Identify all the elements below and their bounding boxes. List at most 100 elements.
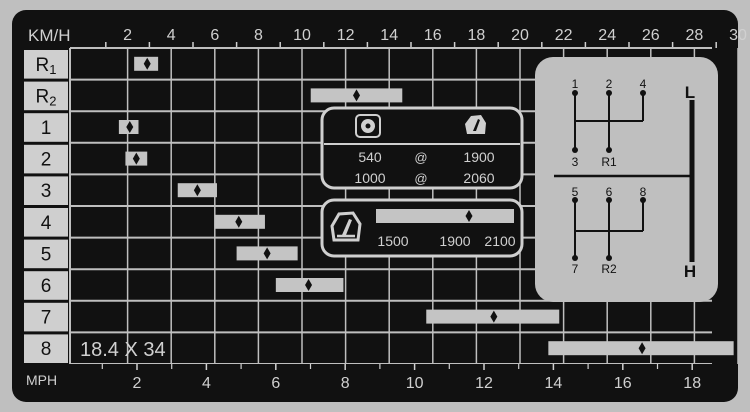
rated-speed-marker [353,89,360,102]
engine-icon-outline [330,211,362,242]
gear-label-cell [24,334,68,363]
lower-gate-knob [606,255,612,261]
gear-label: 5 [41,244,52,265]
gear-label-cell [24,50,68,79]
lower-gate-knob [640,197,646,203]
kmh-tick-label: 8 [254,27,263,44]
rated-speed-marker [193,184,201,197]
gear-label-cell [24,144,68,174]
kmh-tick-label: 22 [555,27,573,44]
gear-label-cell [24,302,68,332]
gear-label-subscript: 1 [49,62,56,77]
lower-gate-knob [572,255,578,261]
gear-label-text: 8 [41,339,52,360]
engine-rpm-marker [465,210,473,222]
shift-position-label: 1 [572,77,579,91]
gear-label: 1 [41,118,52,139]
gear-label: R2 [36,86,57,108]
shift-position-label: 8 [640,185,647,199]
kmh-tick-label: 16 [424,27,442,44]
engine-icon-body [465,115,486,134]
engine-icon [330,211,362,242]
tire-size-label: 18.4 X 34 [80,339,166,361]
kmh-tick-label: 26 [642,27,660,44]
kmh-tick-label: 12 [337,27,355,44]
gear-label: 3 [41,181,52,202]
gear-label-subscript: 2 [49,93,56,108]
mph-tick-label: 4 [202,375,211,392]
engine-rpm: 2060 [463,170,494,186]
kmh-tick-label: 14 [380,27,398,44]
engine-rpm-scale-label: 1500 [377,233,408,249]
engine-icon [465,115,486,134]
at-sign: @ [414,150,427,165]
gear-label: 2 [41,150,52,171]
gear-label-cell [24,271,68,300]
shift-position-label: 2 [606,77,613,91]
shift-position-label: 5 [572,185,579,199]
pto-icon-frame [355,114,381,138]
gear-label-cell [24,113,68,142]
gear-label: 8 [41,339,52,360]
engine-rpm-box: 1500 1900 2100 [320,198,524,258]
rated-speed-marker [235,215,243,228]
mph-axis-label: MPH [26,372,57,388]
kmh-tick-label: 28 [686,27,704,44]
gear-label-cell [24,208,68,237]
high-range-label: H [684,262,696,281]
kmh-tick-label: 4 [167,27,176,44]
kmh-tick-label: 24 [598,27,616,44]
at-sign: @ [414,171,427,186]
gear-label-cell [24,239,68,269]
engine-rpm-bar [376,209,514,223]
engine-rpm-scale-label: 1900 [439,233,470,249]
kmh-tick-label: 10 [293,27,311,44]
pto-speed: 540 [358,149,382,165]
gear-label: 6 [41,276,52,297]
mph-tick-label: 16 [614,375,632,392]
upper-gate-knob [640,90,646,96]
kmh-tick-label: 2 [123,27,132,44]
engine-icon-needle [342,219,352,235]
lower-gate-knob [572,197,578,203]
rated-speed-marker [126,121,134,133]
upper-gate-knob [606,90,612,96]
gear-label-text: R [36,55,50,76]
kmh-axis-label: KM/H [28,26,71,45]
upper-gate-knob [572,90,578,96]
mph-tick-label: 8 [341,375,350,392]
shift-position-label: 6 [606,185,613,199]
upper-gate-knob [572,147,578,153]
gear-label-text: 1 [41,118,52,139]
gear-label-cell [24,176,68,205]
lower-gate-knob [606,197,612,203]
pto-shaft-icon [355,114,381,138]
engine-rpm: 1900 [463,149,494,165]
gear-label-cell [24,81,68,111]
upper-gate-knob [606,147,612,153]
shift-position-label: R1 [601,155,617,169]
mph-tick-label: 18 [683,375,701,392]
mph-tick-label: 10 [406,375,424,392]
rated-speed-marker [143,57,151,70]
engine-rpm-scale-label: 2100 [484,233,515,249]
shift-position-label: 3 [572,155,579,169]
gear-label-text: 4 [41,213,52,234]
mph-tick-label: 2 [133,375,142,392]
kmh-tick-label: 30 [729,27,747,44]
shift-pattern-frame [535,57,718,302]
gear-label-text: 3 [41,181,52,202]
shift-position-label: R2 [601,262,617,276]
kmh-scale-band [22,18,728,48]
rated-speed-marker [638,342,646,355]
mph-tick-label: 12 [475,375,493,392]
shift-position-label: 4 [640,77,647,91]
kmh-tick-label: 6 [210,27,219,44]
mph-tick-label: 14 [545,375,563,392]
gear-label: 4 [41,213,52,234]
kmh-tick-label: 18 [468,27,486,44]
gear-label: 7 [41,308,52,329]
